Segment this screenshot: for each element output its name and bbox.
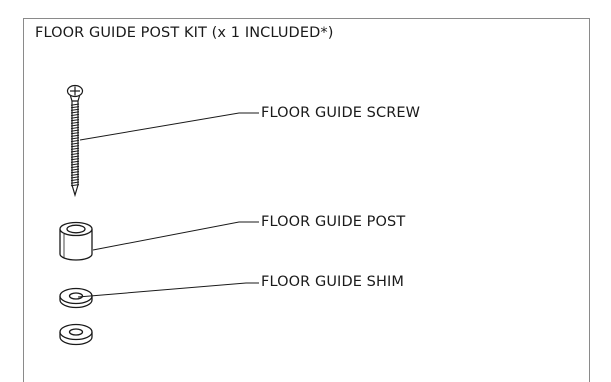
screw-thread: [70, 121, 80, 124]
screw-thread: [70, 171, 80, 174]
screw-thread: [70, 184, 80, 187]
post-leader-line: [92, 221, 259, 251]
screw-thread: [70, 145, 80, 148]
screw-thread: [70, 165, 80, 169]
screw-thread: [70, 116, 80, 119]
screw-thread: [70, 147, 80, 150]
screw-thread: [70, 129, 80, 132]
screw-thread: [70, 150, 80, 153]
screw-thread: [70, 178, 80, 182]
screw-thread: [70, 173, 80, 176]
washer-icon: [59, 323, 93, 346]
screw-thread: [70, 106, 80, 109]
screw-label: FLOOR GUIDE SCREW: [261, 105, 421, 121]
screw-leader-line: [79, 112, 259, 141]
screw-thread: [70, 108, 80, 111]
screw-icon: [66, 84, 84, 198]
screw-thread: [70, 134, 80, 137]
screw-thread: [70, 158, 80, 161]
screw-thread: [70, 168, 80, 171]
screw-thread: [70, 119, 80, 122]
screw-thread: [70, 163, 80, 166]
screw-thread: [70, 124, 80, 127]
shim-label: FLOOR GUIDE SHIM: [261, 274, 404, 290]
shim-leader-line: [77, 282, 259, 298]
screw-thread: [70, 176, 80, 179]
screw-thread: [70, 111, 80, 114]
screw-thread: [70, 137, 80, 140]
screw-thread: [70, 139, 80, 143]
screw-thread: [70, 126, 80, 130]
screw-thread: [70, 103, 80, 106]
washer-icon: [59, 287, 93, 309]
screw-thread: [70, 160, 80, 163]
screw-thread: [70, 132, 80, 135]
post-label: FLOOR GUIDE POST: [261, 214, 406, 230]
screw-thread: [70, 152, 80, 156]
screw-thread: [70, 113, 80, 117]
screw-thread: [70, 181, 80, 184]
cylinder-post-icon: [59, 221, 93, 261]
kit-title: FLOOR GUIDE POST KIT (x 1 INCLUDED*): [35, 25, 334, 41]
screw-thread: [70, 155, 80, 158]
kit-frame: [23, 18, 590, 382]
leader-lines: [77, 112, 259, 298]
screw-thread: [70, 142, 80, 145]
